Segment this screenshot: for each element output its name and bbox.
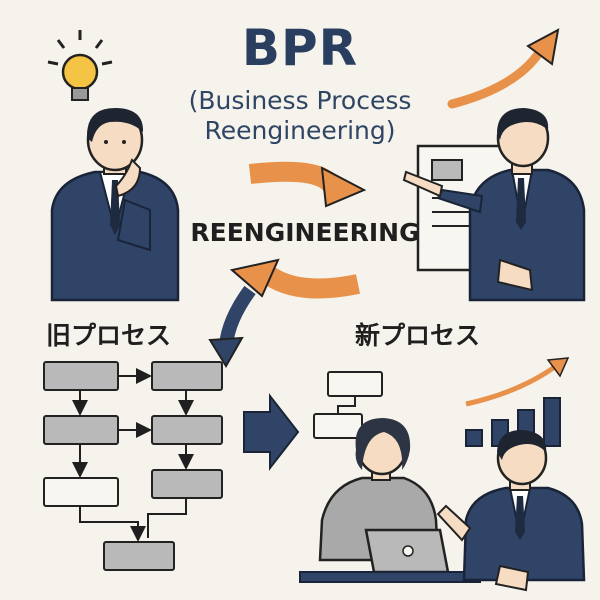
subtitle-line-1: (Business Process: [188, 86, 412, 115]
page-title: BPR: [241, 19, 359, 77]
subtitle-line-2: Reengineering): [204, 116, 396, 145]
old-process-flowchart: [43, 361, 223, 571]
old-process-label: 旧プロセス: [46, 321, 172, 350]
new-process-flowchart: [313, 371, 383, 439]
cycle-arrow-top: [248, 161, 341, 193]
reengineering-label: REENGINEERING: [190, 218, 420, 247]
transition-arrow: [243, 393, 300, 471]
rising-arrow-head: [526, 28, 560, 66]
cycle-arrow-bottom: [264, 267, 361, 299]
laptop-icon: [299, 528, 481, 583]
thinking-man-figure: [50, 108, 180, 302]
page-subtitle: (Business Process Reengineering): [130, 86, 470, 146]
new-process-label: 新プロセス: [355, 321, 481, 350]
presenting-man-figure: [402, 108, 586, 302]
light-bulb-icon: [47, 30, 113, 101]
gesturing-man-figure: [436, 430, 586, 592]
rising-arrow-top-right: [447, 43, 547, 109]
